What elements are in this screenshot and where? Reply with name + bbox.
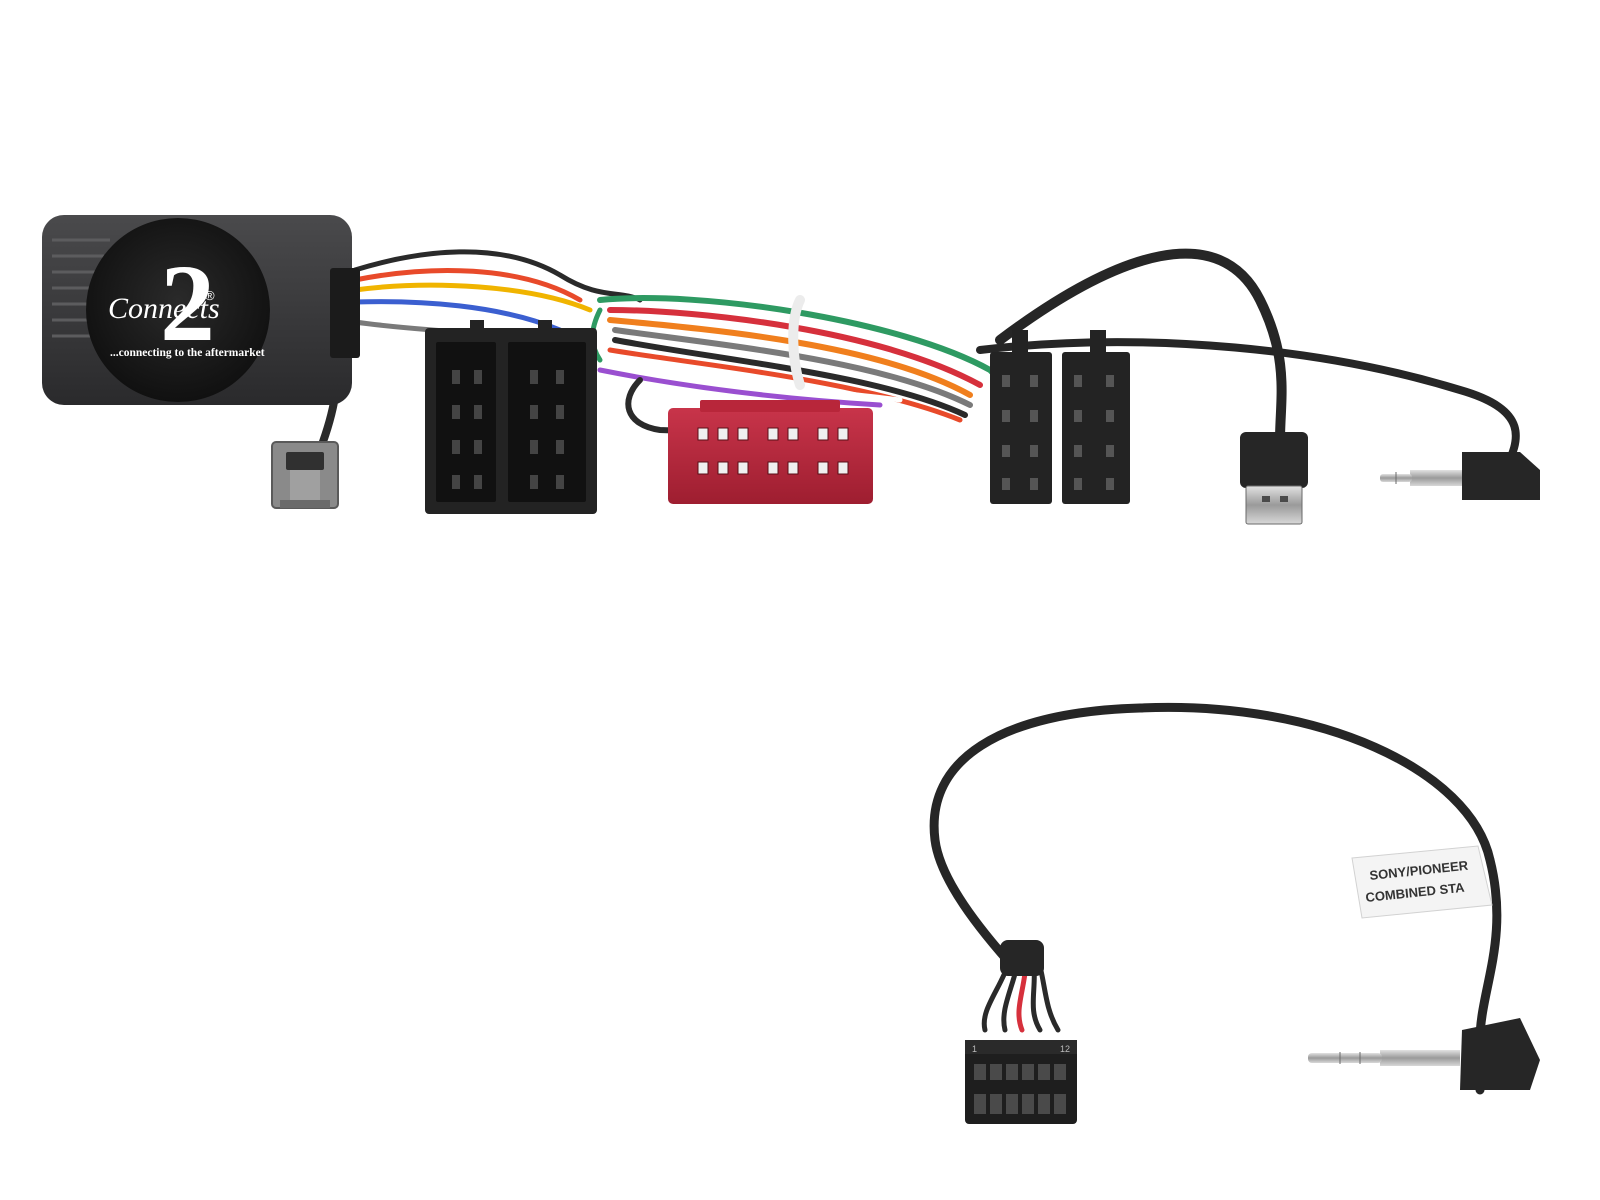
lead-cable xyxy=(929,702,1502,1095)
wire xyxy=(352,282,593,313)
grey-vehicle-connector xyxy=(271,441,339,509)
molex-sleeve xyxy=(1000,940,1044,976)
iso-pins-right xyxy=(1002,375,1114,490)
module-port xyxy=(330,268,360,358)
lead-label: SONY/PIONEER COMBINED STA xyxy=(1351,845,1493,919)
steering-lead: SONY/PIONEER COMBINED STA xyxy=(929,702,1540,1124)
cable-tie xyxy=(788,295,805,390)
red-connector-sockets xyxy=(697,427,849,475)
aux-jack-bottom xyxy=(1308,1018,1540,1090)
molex-connector: 1 12 xyxy=(965,1040,1077,1124)
wire xyxy=(352,268,583,303)
brand-number: 2 xyxy=(160,242,215,364)
module-logo-disc xyxy=(86,218,270,402)
iso-connector-left xyxy=(425,320,597,514)
registered-mark: ® xyxy=(205,288,215,303)
wire xyxy=(352,299,563,333)
pin-mark-12: 12 xyxy=(1060,1044,1070,1054)
brand-tagline: ...connecting to the aftermarket xyxy=(110,347,265,359)
wire xyxy=(607,347,963,423)
iso-connector-right xyxy=(990,330,1130,504)
usb-cable xyxy=(995,248,1287,445)
brand-word: Connects xyxy=(108,292,220,325)
red-mini-iso-connector xyxy=(668,400,873,504)
wire xyxy=(597,367,883,408)
aux-jack-top xyxy=(1380,452,1540,500)
interface-module: 2 Connects ® ...connecting to the afterm… xyxy=(42,215,360,405)
wire xyxy=(352,249,643,303)
pin-mark-1: 1 xyxy=(972,1044,977,1054)
wire xyxy=(602,357,903,403)
usb-plug xyxy=(1240,432,1308,525)
iso-pins-left xyxy=(452,370,564,489)
